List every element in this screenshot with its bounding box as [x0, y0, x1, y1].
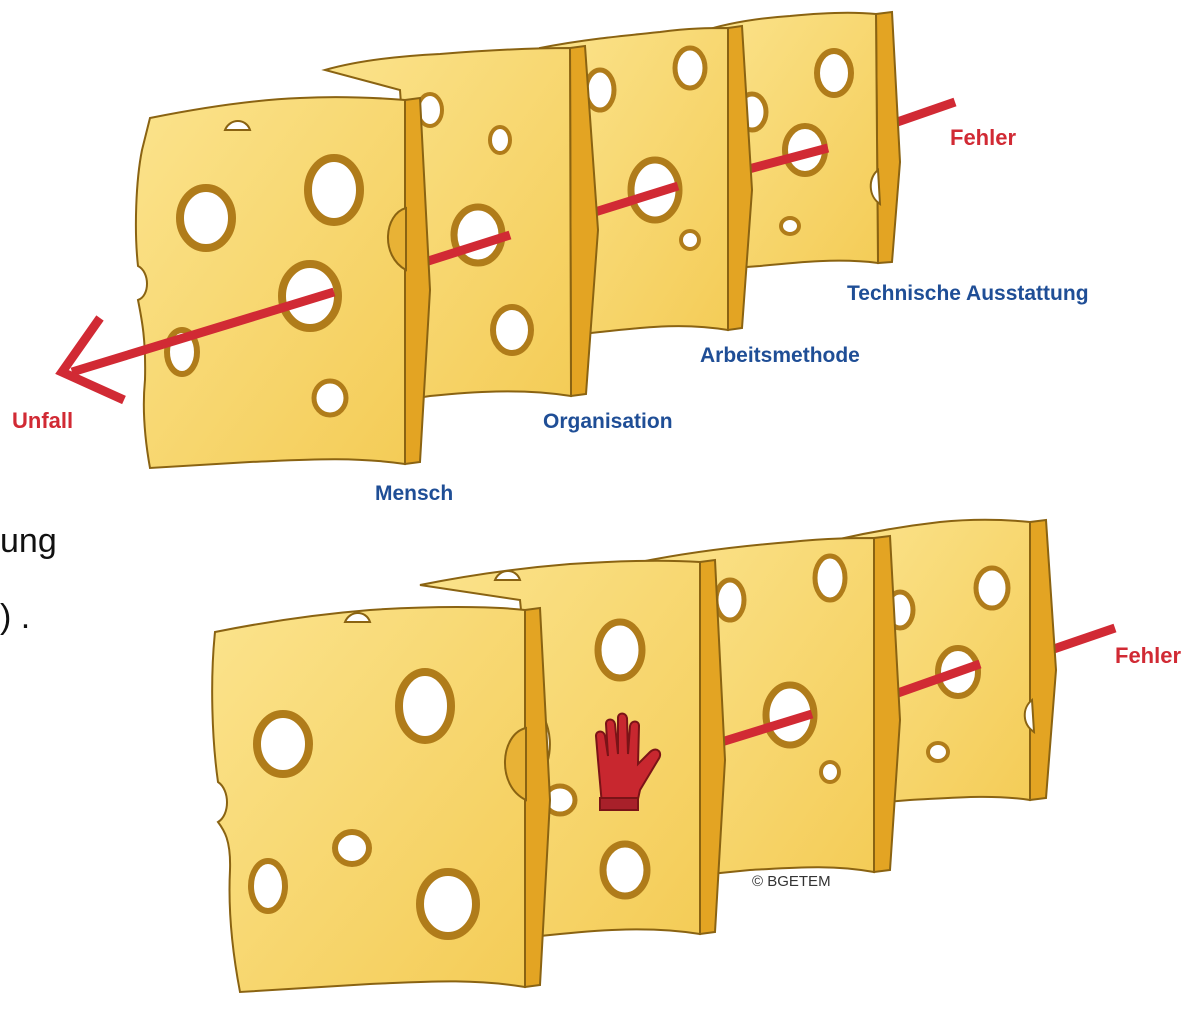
hole	[675, 48, 705, 88]
hole	[781, 218, 799, 234]
hole	[490, 127, 510, 153]
hole	[257, 714, 309, 774]
hole	[815, 556, 845, 600]
hole	[308, 158, 360, 222]
hole	[821, 762, 839, 782]
hole	[817, 51, 851, 95]
hole	[603, 844, 647, 896]
hole	[180, 188, 232, 248]
label-technische-ausstattung: Technische Ausstattung	[847, 282, 1089, 305]
hole	[251, 861, 285, 911]
hole	[928, 743, 948, 761]
label-arbeitsmethode: Arbeitsmethode	[700, 344, 860, 367]
hole	[399, 672, 451, 740]
top-diagram: Fehler Unfall Technische Ausstattung Arb…	[12, 12, 1089, 505]
cheese-slice-top-mensch	[136, 97, 430, 468]
label-fehler-top: Fehler	[950, 125, 1016, 150]
hole	[681, 231, 699, 249]
label-unfall: Unfall	[12, 408, 73, 433]
hole	[420, 872, 476, 936]
hole	[314, 381, 346, 415]
label-organisation: Organisation	[543, 410, 673, 433]
hole	[586, 70, 614, 110]
cheese-slice-bottom-1	[212, 607, 550, 992]
hole	[716, 580, 744, 620]
hole	[598, 622, 642, 678]
hole	[976, 568, 1008, 608]
label-fehler-bottom: Fehler	[1115, 643, 1181, 668]
hole	[493, 307, 531, 353]
bottom-diagram: Fehler © BGETEM	[212, 520, 1181, 992]
copyright-notice: © BGETEM	[752, 873, 831, 890]
hole	[335, 832, 369, 864]
label-mensch: Mensch	[375, 482, 453, 505]
